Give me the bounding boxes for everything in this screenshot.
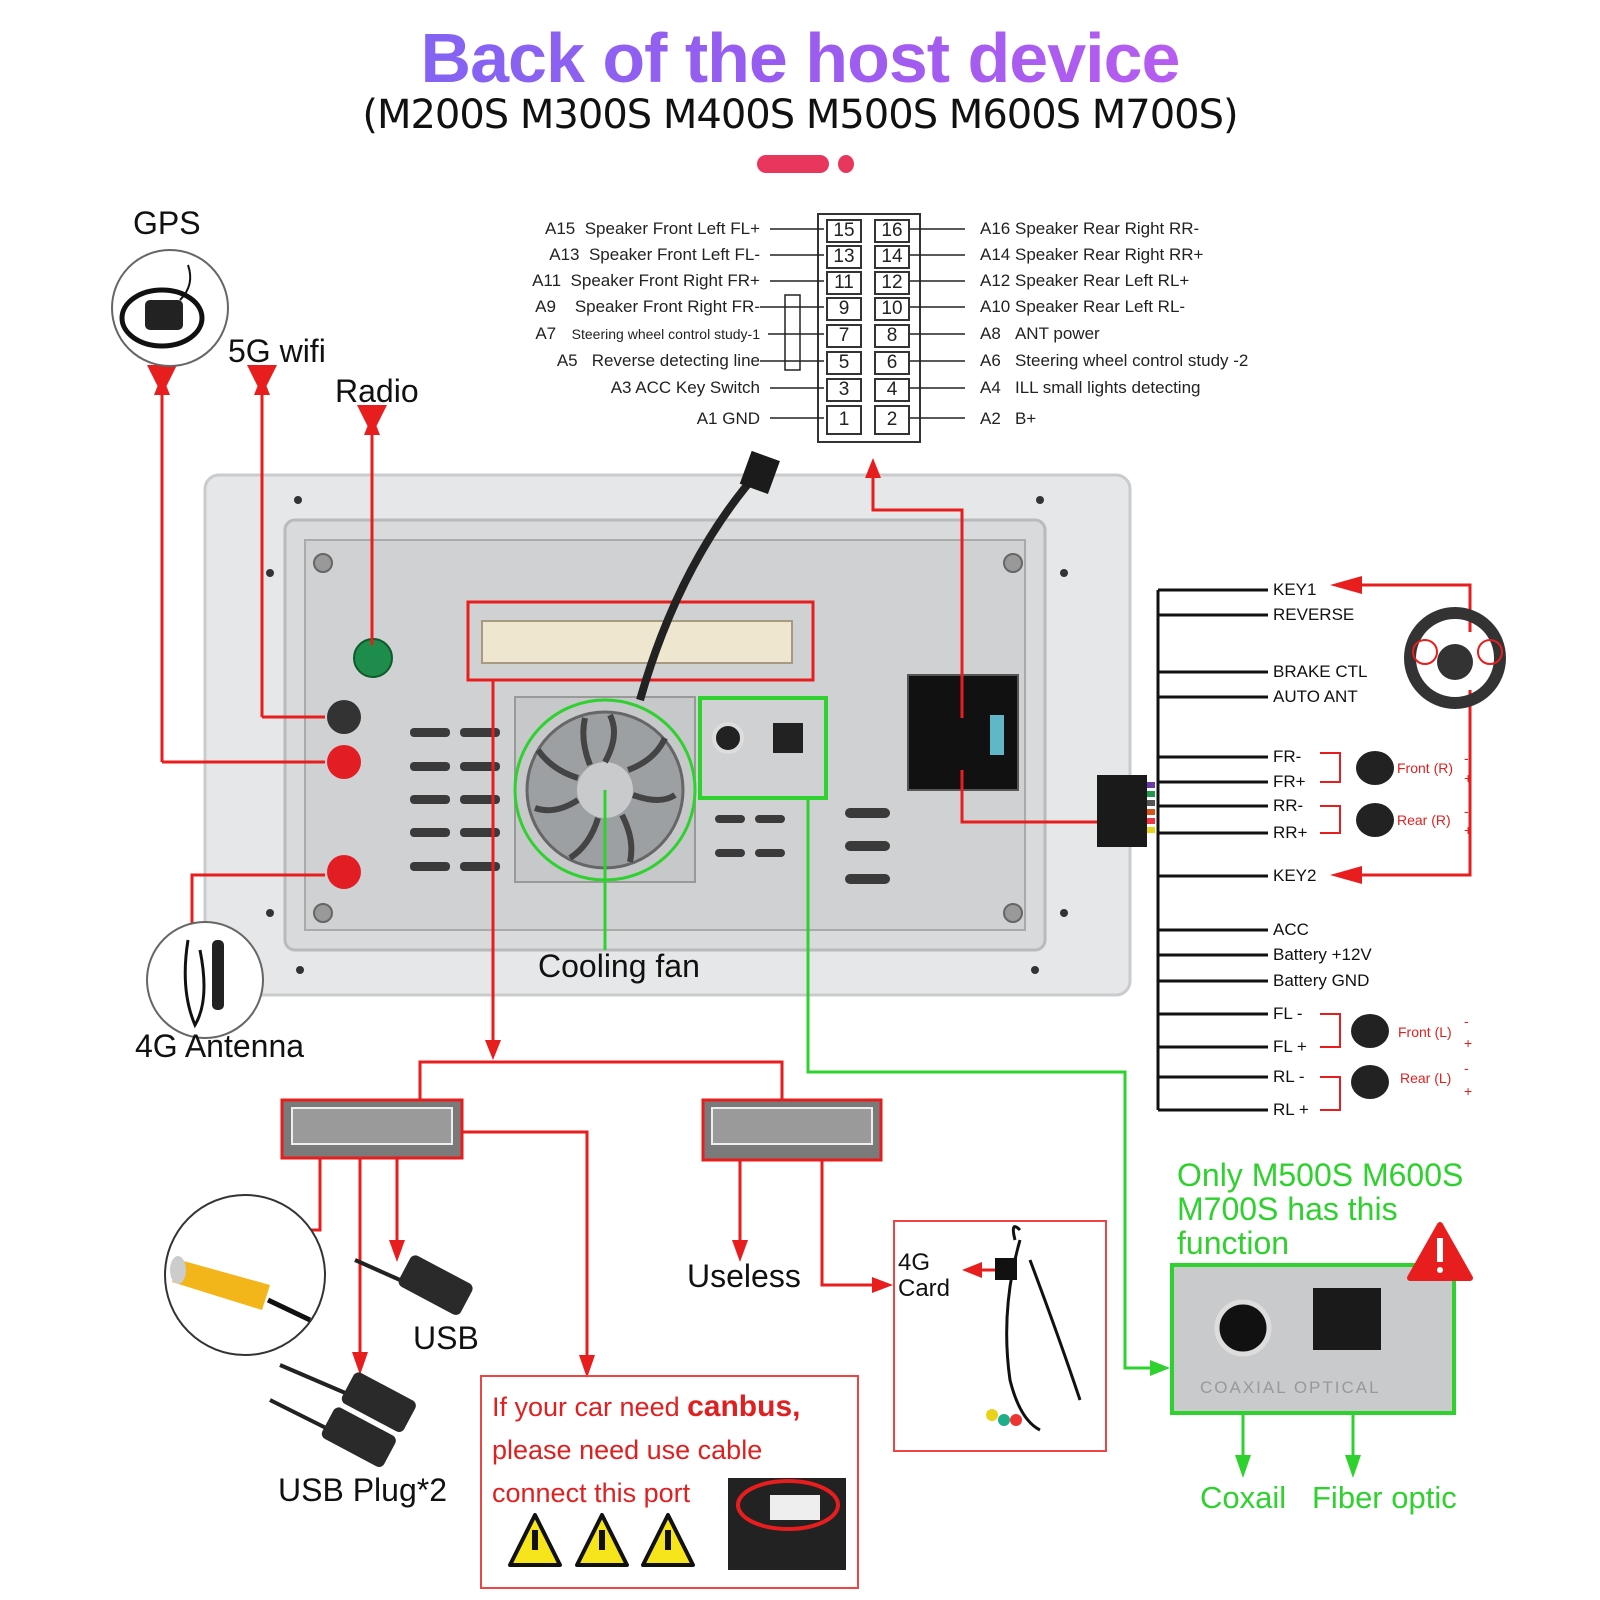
wire-fr-plus: FR+	[1273, 772, 1306, 791]
wire-rr-minus: RR-	[1273, 796, 1304, 815]
warning-triangles	[508, 1513, 695, 1567]
polarity-minus: -	[1464, 1013, 1469, 1029]
wire-key2: KEY2	[1273, 866, 1317, 885]
decorative-bar	[757, 155, 829, 173]
wire-rr-plus: RR+	[1273, 823, 1308, 842]
page-title: Back of the host device	[0, 18, 1600, 98]
pin-9: 9	[826, 297, 862, 321]
canbus-line-2: please need use cable	[492, 1435, 763, 1465]
pin-label-a13: A13 Speaker Front Left FL-	[549, 245, 760, 264]
4g-card-label: 4G Card	[898, 1249, 951, 1302]
coaxial-label: Coxail	[1200, 1480, 1287, 1515]
polarity-minus: -	[1464, 1060, 1469, 1076]
pin-16: 16	[874, 219, 910, 243]
wire-battery-gnd: Battery GND	[1273, 971, 1370, 990]
pin-label-a9: A9 Speaker Front Right FR-	[535, 297, 760, 316]
wire-acc: ACC	[1273, 920, 1309, 939]
pin-6: 6	[874, 351, 910, 375]
pin-10: 10	[874, 297, 910, 321]
speaker-front-left: Front (L)	[1398, 1024, 1452, 1040]
polarity-plus: +	[1464, 770, 1473, 786]
pin-15: 15	[826, 219, 862, 243]
4g-antenna-label: 4G Antenna	[135, 1028, 305, 1064]
pin-label-a12: A12 Speaker Rear Left RL+	[980, 271, 1190, 290]
pin-7: 7	[826, 324, 862, 348]
pin-12: 12	[874, 271, 910, 295]
cooling-fan-label: Cooling fan	[538, 948, 700, 984]
useless-label: Useless	[687, 1258, 801, 1294]
only-models-note: Only M500S M600S M700S has this function	[1177, 1157, 1464, 1261]
wire-fl-plus: FL +	[1273, 1037, 1307, 1056]
pin-label-a10: A10 Speaker Rear Left RL-	[980, 297, 1186, 316]
usb-cable-image	[354, 1255, 473, 1315]
wire-battery-12v: Battery +12V	[1273, 945, 1372, 964]
wire-key1: KEY1	[1273, 580, 1317, 599]
polarity-minus: -	[1464, 803, 1469, 819]
wire-brake-ctl: BRAKE CTL	[1273, 662, 1368, 681]
canbus-notice-box: If your car need canbus, please need use…	[480, 1375, 859, 1589]
speaker-rear-left: Rear (L)	[1400, 1070, 1452, 1086]
pin-4: 4	[874, 378, 910, 402]
model-list: (M200S M300S M400S M500S M600S M700S)	[362, 92, 1238, 138]
usb-plug-label: USB Plug*2	[278, 1472, 447, 1508]
wire-fl-minus: FL -	[1273, 1004, 1303, 1023]
polarity-plus: +	[1464, 1083, 1473, 1099]
main-connector	[481, 620, 793, 664]
wire-rl-minus: RL -	[1273, 1067, 1305, 1086]
radio-label: Radio	[335, 373, 419, 409]
4g-card-box: 4G Card	[893, 1220, 1107, 1452]
wire-fr-minus: FR-	[1273, 747, 1302, 766]
canbus-port-photo	[728, 1478, 846, 1570]
pin-3: 3	[826, 378, 862, 402]
pin-label-a4: A4 ILL small lights detecting	[980, 378, 1201, 397]
rca-reverse-camera-image	[164, 1194, 326, 1356]
pin-1: 1	[826, 405, 862, 435]
wire-reverse: REVERSE	[1273, 605, 1355, 624]
panel-port-labels: COAXIAL OPTICAL	[1200, 1378, 1381, 1397]
harness-plug	[1097, 775, 1147, 847]
polarity-plus: +	[1464, 1035, 1473, 1051]
pin-14: 14	[874, 245, 910, 269]
decorative-dot	[838, 155, 854, 173]
canbus-line-3: connect this port	[492, 1478, 691, 1508]
pin-2: 2	[874, 405, 910, 435]
pin-label-a15: A15 Speaker Front Left FL+	[545, 219, 760, 238]
polarity-minus: -	[1464, 750, 1469, 766]
wifi-label: 5G wifi	[228, 333, 326, 369]
wire-rl-plus: RL +	[1273, 1100, 1309, 1119]
pin-5: 5	[826, 351, 862, 375]
pin-label-a14: A14 Speaker Rear Right RR+	[980, 245, 1204, 264]
pin-8: 8	[874, 324, 910, 348]
speaker-front-right: Front (R)	[1397, 760, 1453, 776]
pin-label-a16: A16 Speaker Rear Right RR-	[980, 219, 1200, 238]
pin-label-a2: A2 B+	[980, 409, 1037, 428]
pin-label-a7: A7 Steering wheel control study-1	[535, 324, 760, 343]
usb-plug-pair-image	[269, 1363, 416, 1467]
canbus-line-1: If your car need canbus,	[492, 1390, 801, 1423]
pin-13: 13	[826, 245, 862, 269]
pin-label-a5: A5 Reverse detecting line	[556, 351, 760, 370]
pin-label-a11: A11 Speaker Front Right FR+	[532, 271, 760, 290]
pin-label-a3: A3 ACC Key Switch	[610, 378, 760, 397]
wire-auto-ant: AUTO ANT	[1273, 687, 1358, 706]
pin-label-a1: A1 GND	[696, 409, 760, 428]
pin-label-a8: A8 ANT power	[980, 324, 1100, 343]
polarity-plus: +	[1464, 822, 1473, 838]
speaker-rear-right: Rear (R)	[1397, 812, 1451, 828]
pin-11: 11	[826, 271, 862, 295]
gps-label: GPS	[133, 205, 201, 241]
usb-label: USB	[413, 1320, 479, 1356]
pin-label-a6: A6 Steering wheel control study -2	[980, 351, 1249, 370]
fiber-optic-label: Fiber optic	[1312, 1480, 1457, 1515]
